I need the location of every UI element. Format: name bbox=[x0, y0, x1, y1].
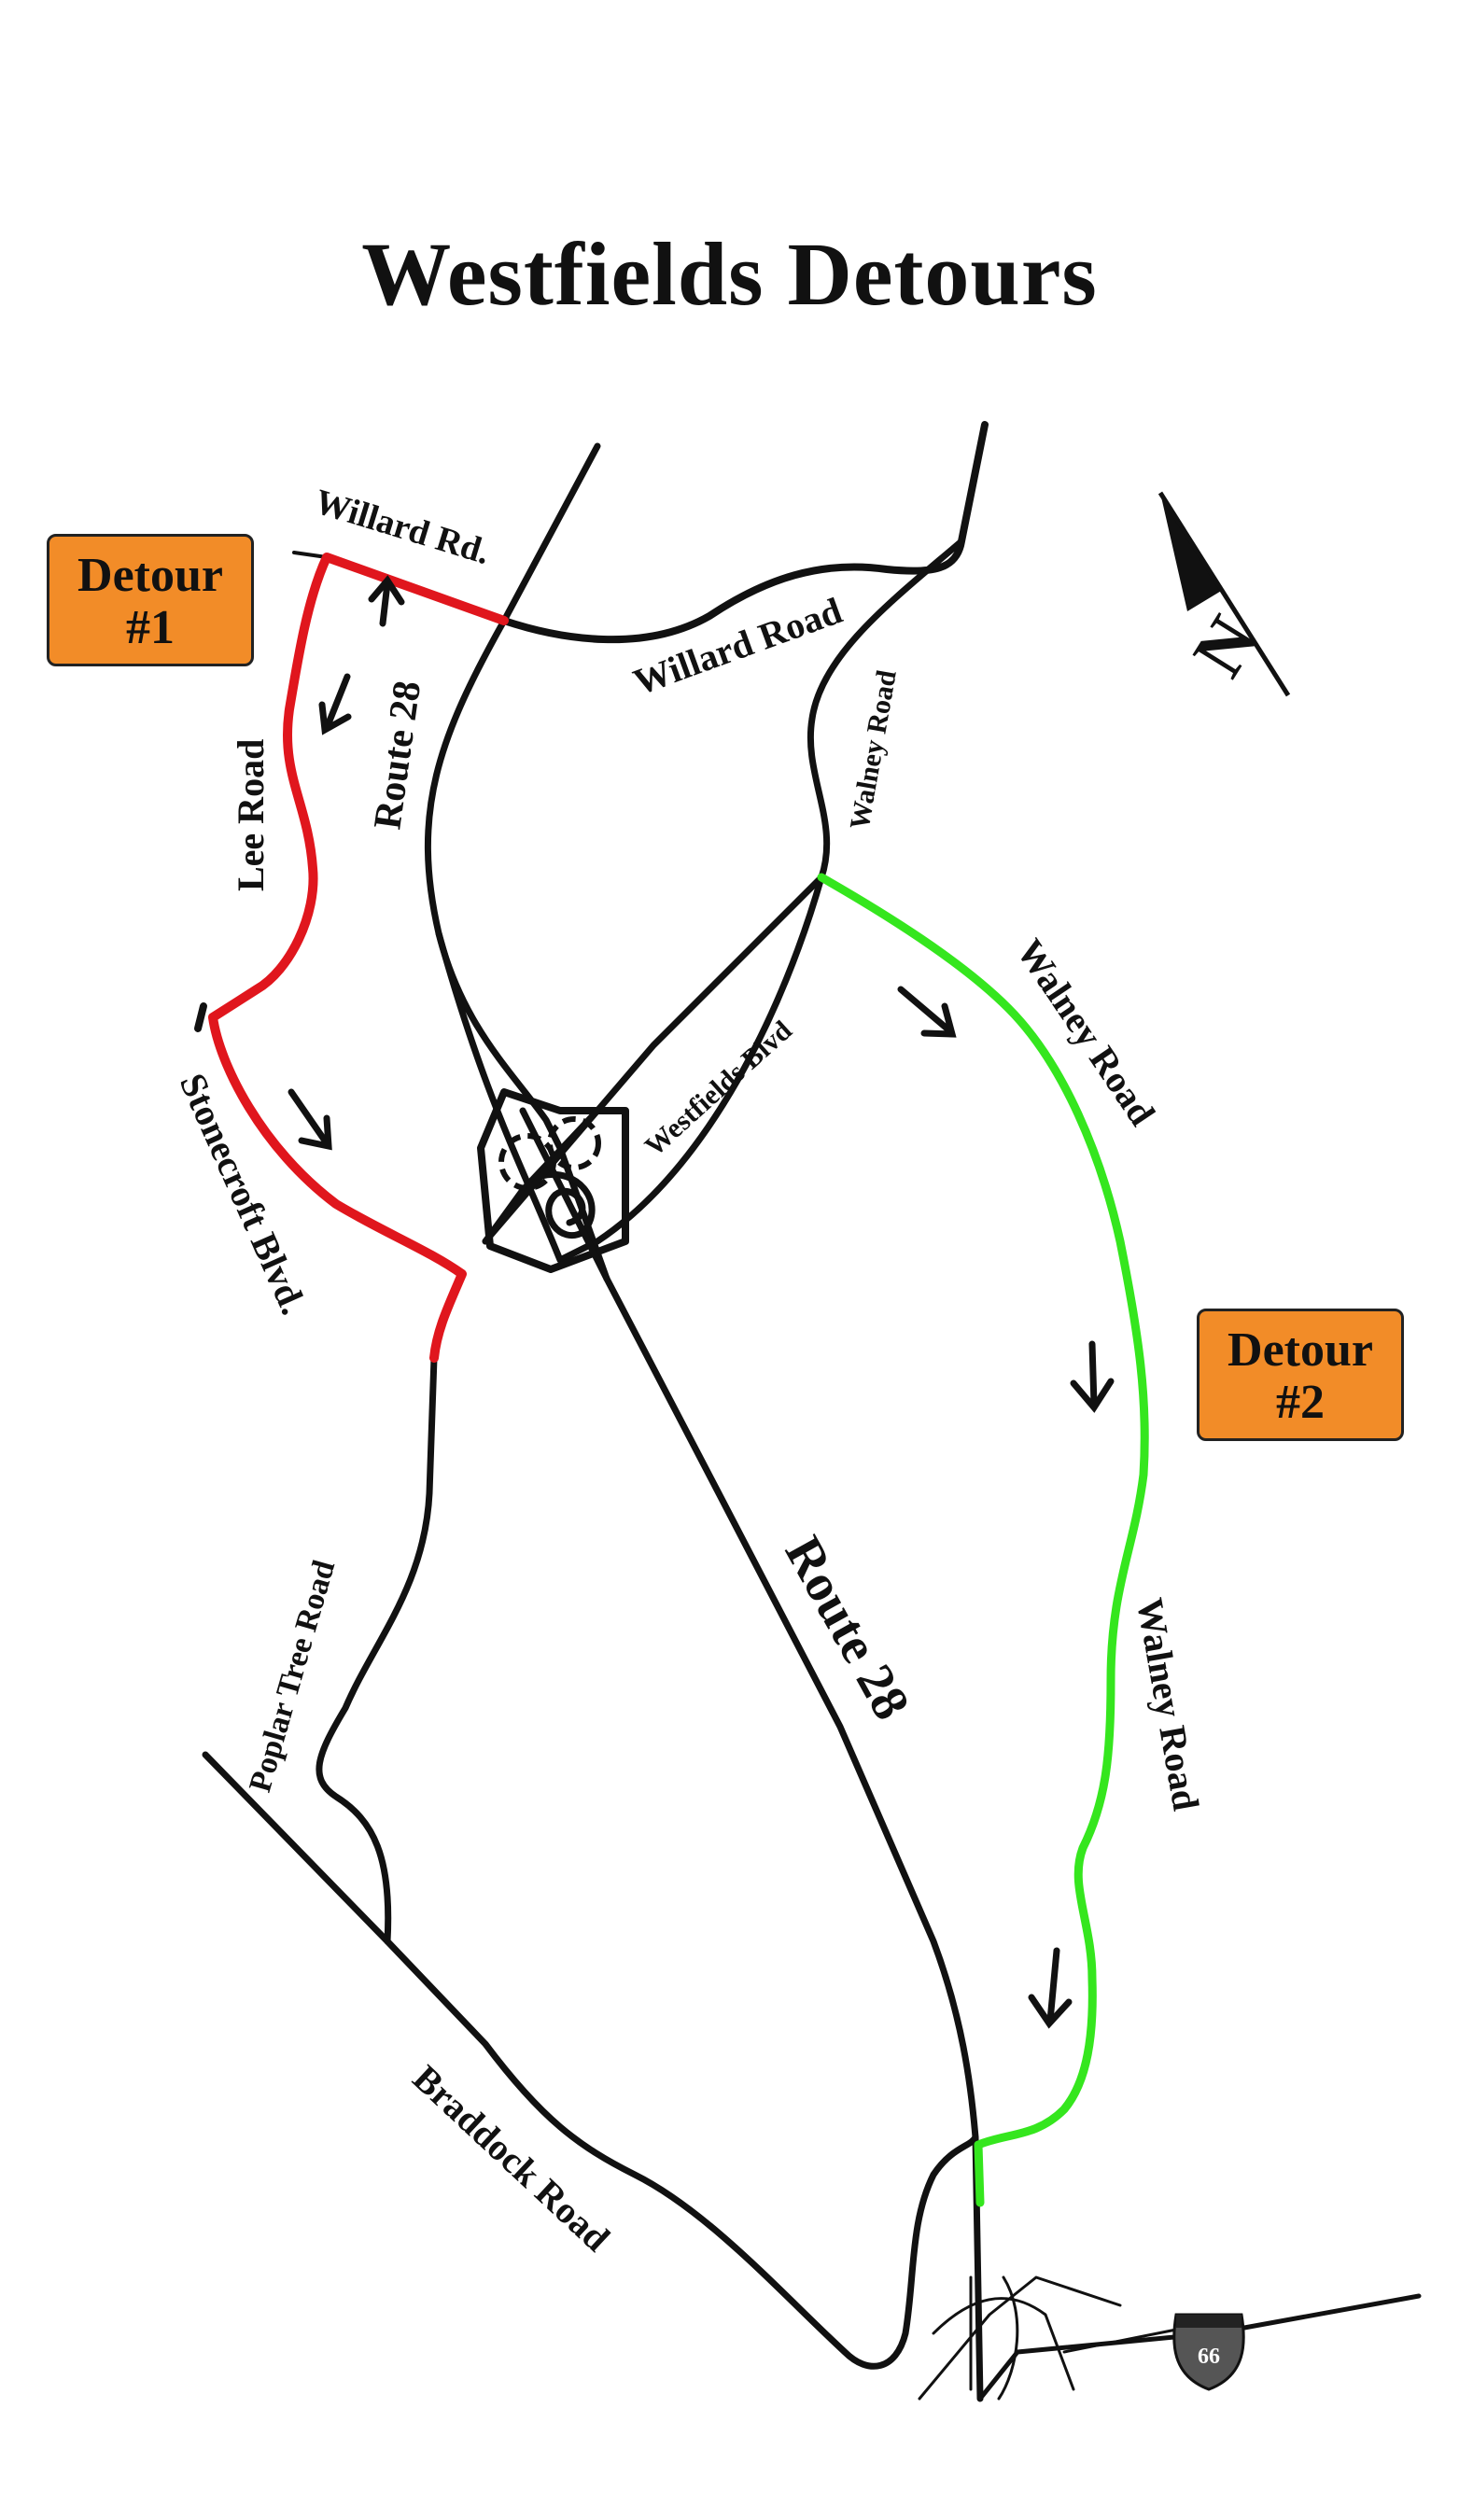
route-28-north-label: Route 28 bbox=[366, 679, 429, 833]
arrow-southeast-2-icon bbox=[897, 986, 957, 1038]
arrow-south-icon bbox=[1070, 1340, 1115, 1413]
braddock-road bbox=[202, 1751, 979, 2370]
detour-2-badge: Detour #2 bbox=[1197, 1309, 1404, 1441]
walney-road-north-label: Walney Road bbox=[844, 667, 903, 832]
detour-2-route bbox=[817, 873, 1149, 2207]
route-28-south-road bbox=[556, 1144, 984, 2402]
i66-shield-text: 66 bbox=[1198, 2345, 1220, 2369]
willard-road bbox=[323, 421, 989, 644]
direction-arrows bbox=[288, 575, 1115, 2029]
detour-1-badge: Detour #1 bbox=[47, 534, 254, 666]
page-title: Westfields Detours bbox=[361, 224, 1098, 324]
detour-2-line1: Detour bbox=[1228, 1323, 1373, 1377]
arrow-southwest-icon bbox=[318, 673, 352, 735]
willard-rd-stub bbox=[292, 551, 329, 559]
detour-1-line2: #1 bbox=[126, 601, 175, 654]
route-28-south-label: Route 28 bbox=[774, 1527, 921, 1729]
poplar-tree-road bbox=[316, 1354, 438, 1945]
willard-road-label: Willard Road bbox=[628, 589, 848, 703]
north-label: N bbox=[1177, 602, 1274, 690]
detour-2-line2: #2 bbox=[1276, 1376, 1325, 1429]
i66-shield-icon: 66 bbox=[1172, 2313, 1245, 2391]
braddock-road-label: Braddock Road bbox=[405, 2057, 618, 2260]
westfields-loop bbox=[435, 874, 825, 1264]
detour-1-route bbox=[208, 553, 509, 1363]
north-arrow-icon: N bbox=[1157, 491, 1291, 697]
poplar-tree-road-label: Poplar Tree Road bbox=[243, 1557, 342, 1797]
route-28-road bbox=[424, 442, 601, 1152]
lee-road-label: Lee Road bbox=[230, 739, 272, 891]
arrow-south-2-icon bbox=[1028, 1947, 1073, 2029]
walney-road-south-label: Walney Road bbox=[1129, 1595, 1207, 1813]
detour-1-line1: Detour bbox=[77, 549, 223, 602]
arrow-north-icon bbox=[368, 575, 405, 627]
interchange bbox=[477, 1088, 629, 1273]
road-network bbox=[202, 421, 1422, 2402]
arrow-southeast-icon bbox=[288, 1088, 332, 1151]
walney-road-north bbox=[807, 538, 965, 881]
